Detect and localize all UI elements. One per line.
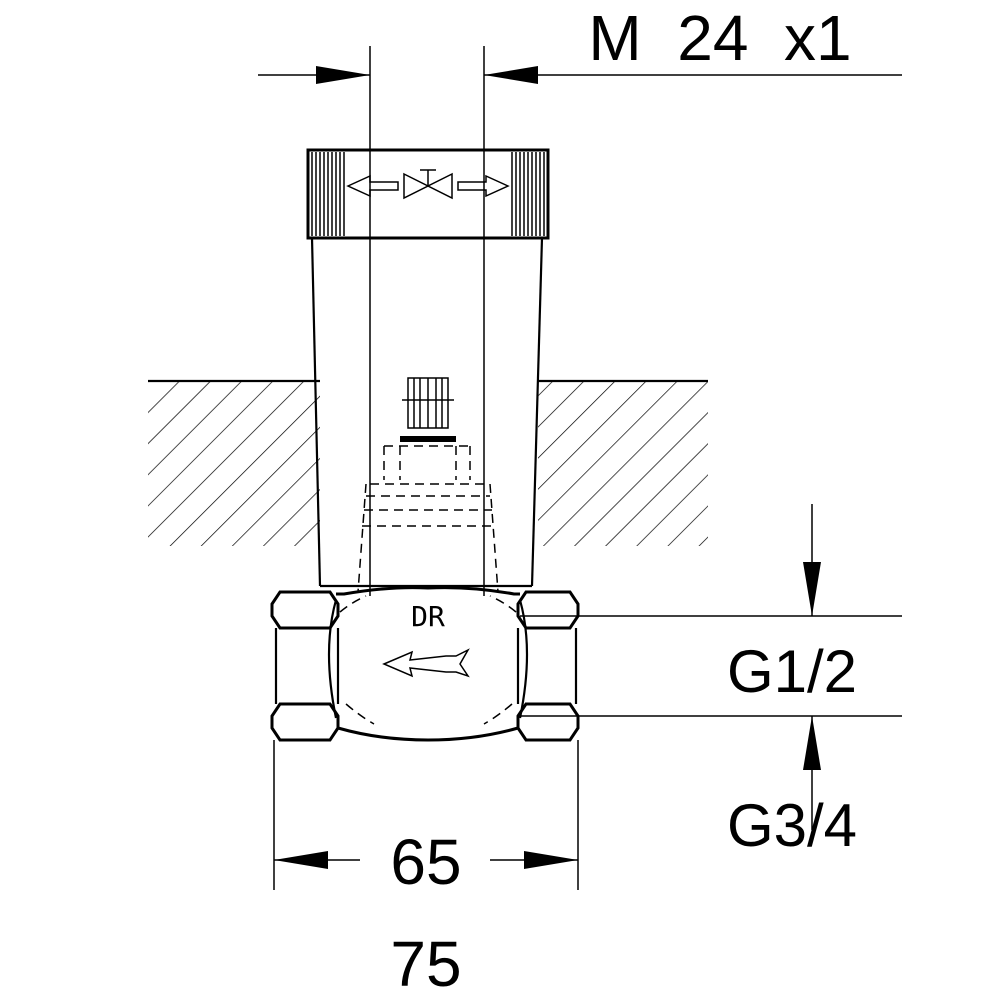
width-65-label: 65 — [390, 826, 461, 898]
port-size-g12-label: G1/2 — [727, 638, 857, 705]
knurl-right — [511, 152, 545, 236]
wall-section-right — [538, 379, 708, 546]
width-dimension — [273, 740, 579, 890]
port-dimension — [520, 504, 902, 830]
knurl-left — [311, 152, 345, 236]
thread-size-label: M 24 x1 — [588, 2, 851, 74]
width-75-label: 75 — [390, 928, 461, 1000]
body-marking: DR — [411, 600, 445, 633]
extension-sleeve — [310, 237, 544, 588]
thread-dimension — [258, 46, 902, 596]
port-size-g34-label: G3/4 — [727, 792, 857, 859]
valve-cap — [306, 148, 550, 240]
wall-section-left — [148, 379, 320, 546]
spindle-assembly — [357, 377, 499, 593]
flow-direction-arrow-icon — [382, 648, 470, 678]
valve-body — [270, 586, 580, 742]
